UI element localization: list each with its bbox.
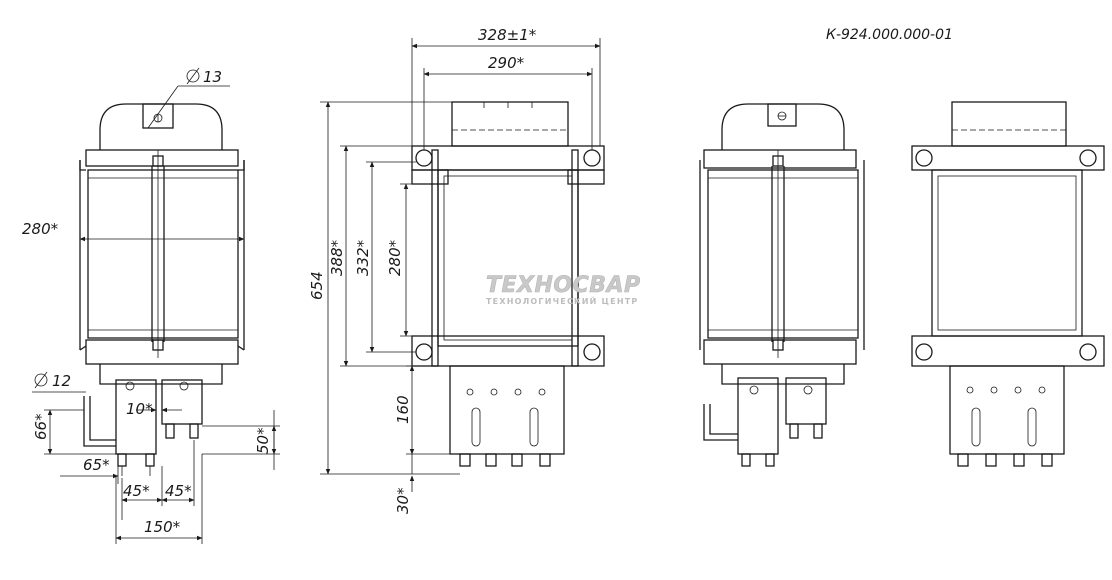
watermark-subtitle: ТЕХНОЛОГИЧЕСКИЙ ЦЕНТР [486,295,638,306]
dim-12: 12 [52,372,71,390]
dim-160: 160 [394,365,460,455]
dim-66-label: 66* [32,413,50,440]
dim-280-side: 280* [22,220,59,238]
dim-10-label: 10* [126,400,153,418]
dim-160-label: 160 [394,395,412,424]
dim-hole-12: 12 [32,371,86,393]
dim-150: 150* [115,454,203,544]
dim-45a-label: 45* [123,482,150,500]
dim-328: 328±1* [411,26,601,146]
dim-side-width: 280* [22,220,245,242]
dim-332-label: 332* [354,239,372,276]
dim-30-label: 30* [394,487,412,514]
dim-654-label: 654 [308,271,326,300]
dim-654: 654 [308,101,460,475]
dim-280-front: 280* [386,183,438,337]
dim-30: 30* [394,454,415,514]
watermark-name: ТЕХНОСВАР [486,273,641,298]
dim-150-label: 150* [144,518,181,536]
dim-50: 50* [202,410,280,470]
dim-332: 332* [354,161,416,353]
dim-50-label: 50* [254,427,272,454]
dim-45b-label: 45* [165,482,192,500]
dim-388: 388* [328,145,412,367]
dim-10: 10* [126,400,182,424]
dim-45-45: 45* 45* [121,440,195,520]
dim-65-label: 65* [83,456,110,474]
dim-290: 290* [423,54,593,150]
dim-66: 66* [32,409,116,455]
view-side: 280* 13 12 66* 10* [22,67,280,544]
watermark: ТЕХНОСВАР ТЕХНОЛОГИЧЕСКИЙ ЦЕНТР [486,273,641,306]
view-front: ТЕХНОСВАР ТЕХНОЛОГИЧЕСКИЙ ЦЕНТР 328±1* 2… [308,26,641,514]
dim-328-label: 328±1* [478,26,537,44]
drawing-code: К-924.000.000-01 [826,27,953,43]
dim-13: 13 [203,68,222,86]
dim-388-label: 388* [328,239,346,276]
dim-65: 65* [60,456,119,484]
dim-280-front-label: 280* [386,239,404,276]
view-side-variant [699,103,865,467]
dim-290-label: 290* [488,54,525,72]
view-front-variant [911,101,1105,467]
dim-hole-13: 13 [147,67,230,129]
